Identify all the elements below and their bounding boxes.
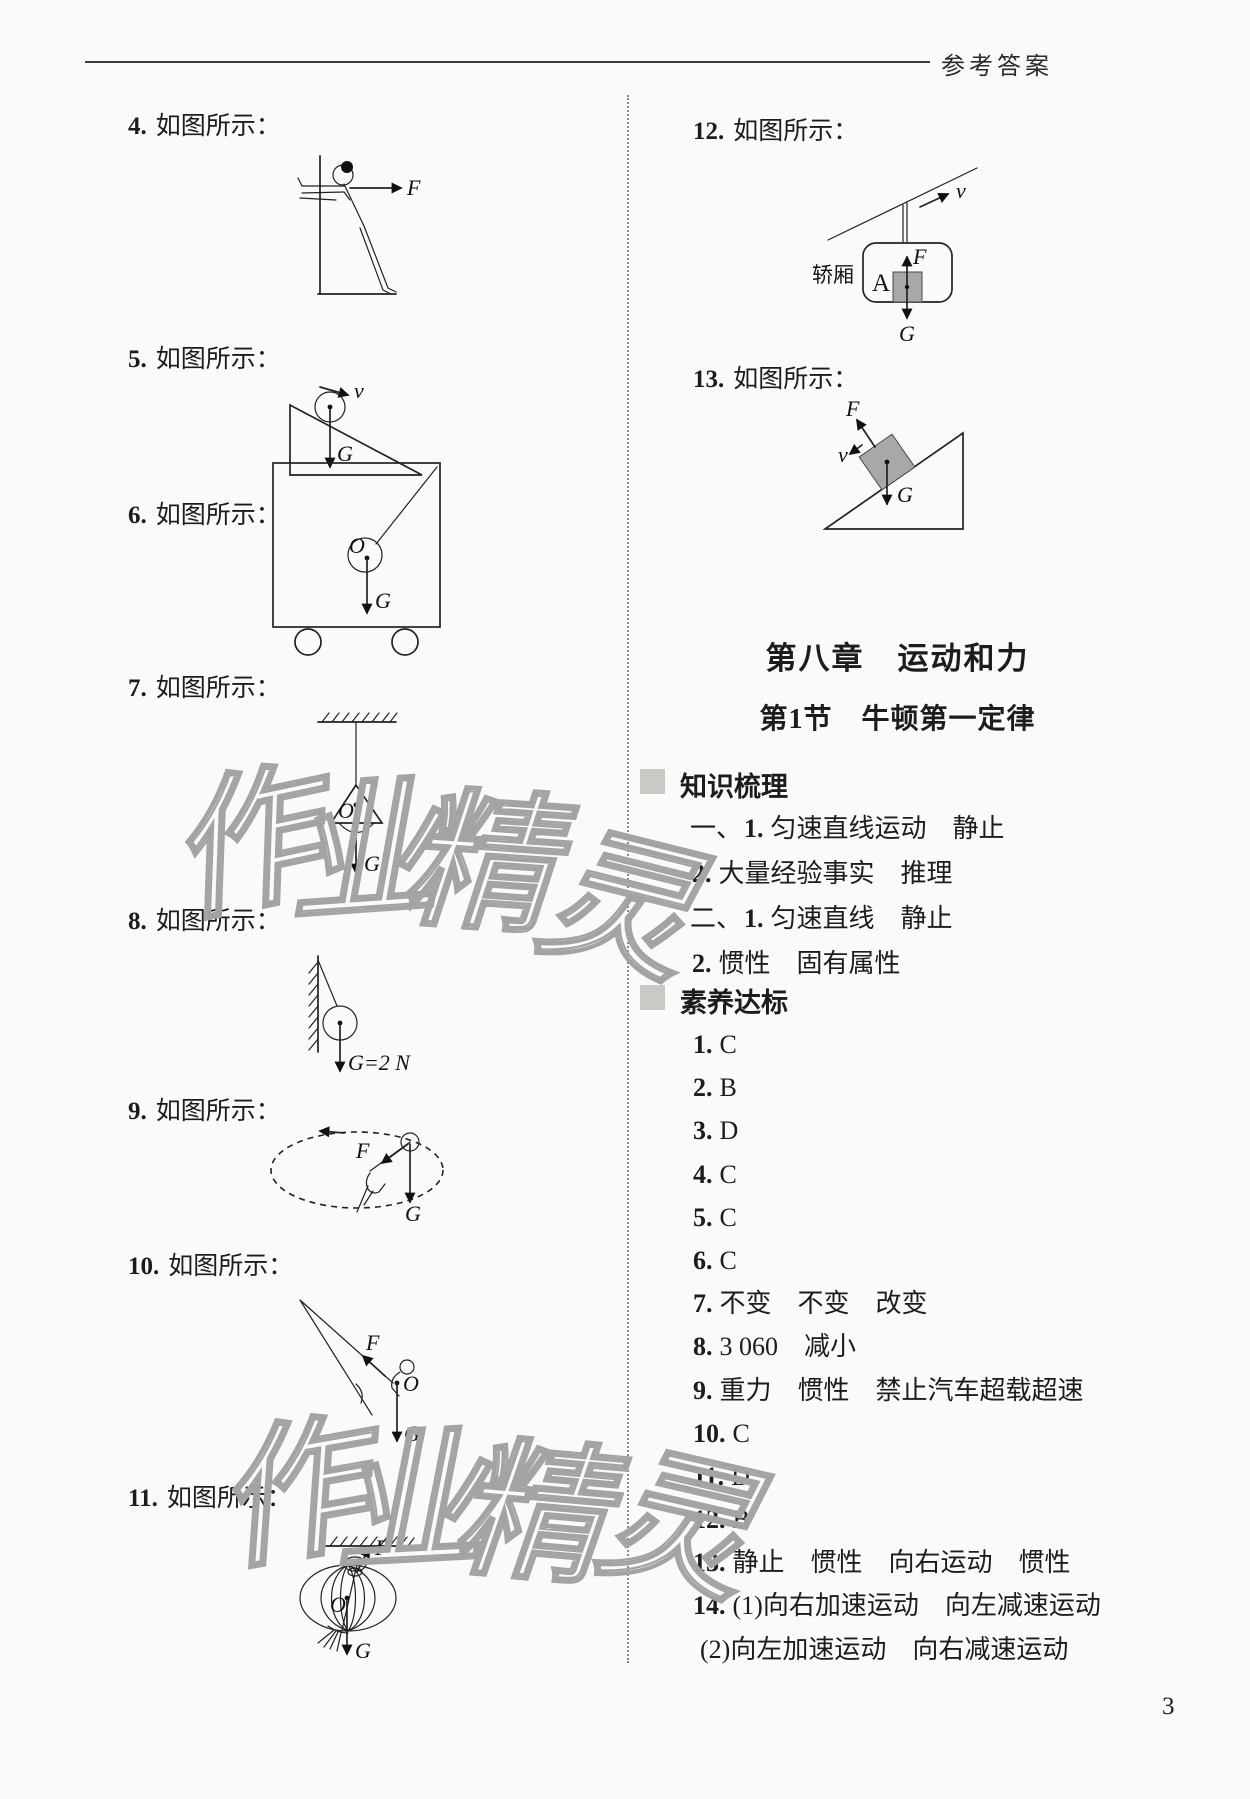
page-number: 3 bbox=[1162, 1693, 1175, 1720]
answer-row: 8.3 060 减小 bbox=[693, 1332, 857, 1362]
item-8-number: 8. bbox=[128, 908, 147, 935]
force-diagram-12-cable-car: v 轿厢 A F G bbox=[812, 167, 978, 346]
knowledge-lines: 一、1.匀速直线运动 静止 2.大量经验事实 推理 二、1.匀速直线 静止 2.… bbox=[690, 806, 1005, 986]
item-7-number: 7. bbox=[128, 675, 147, 702]
watermark-1: 作 业 精 灵 bbox=[152, 740, 720, 1007]
column-divider bbox=[627, 95, 629, 1663]
answer-row: (2)向左加速运动 向右减速运动 bbox=[700, 1634, 1069, 1664]
watermark-2: 作 业 精 灵 bbox=[201, 1393, 778, 1626]
gravity-label-G: G bbox=[364, 851, 380, 876]
knowledge-line: 2.大量经验事实 推理 bbox=[692, 859, 953, 888]
chapter-title: 第八章 运动和力 bbox=[765, 641, 1030, 676]
gravity-label-G2N: G=2 N bbox=[348, 1050, 411, 1075]
answer-row: 11.D bbox=[693, 1461, 750, 1491]
answer-row: 9.重力 惯性 禁止汽车超载超速 bbox=[693, 1375, 1084, 1405]
force-diagram-10-swing: F O G bbox=[299, 1299, 420, 1446]
item-10-number: 10. bbox=[128, 1253, 160, 1280]
velocity-label-v: v bbox=[838, 442, 848, 467]
item-6-label: 6.如图所示： bbox=[128, 502, 281, 529]
item-13-number: 13. bbox=[693, 366, 725, 393]
force-diagram-11-lantern: F O G bbox=[299, 1535, 415, 1663]
svg-text:灵: 灵 bbox=[585, 1426, 778, 1625]
force-label-F: F bbox=[406, 175, 421, 200]
velocity-label-v: v bbox=[956, 178, 966, 203]
item-12-label: 12.如图所示： bbox=[693, 118, 859, 145]
competency-bullet-icon bbox=[640, 985, 665, 1010]
item-4-label: 4.如图所示： bbox=[128, 113, 281, 140]
force-label-F: F bbox=[355, 1138, 370, 1163]
force-label-F: F bbox=[912, 244, 927, 269]
answer-row: 3.D bbox=[693, 1116, 739, 1146]
gravity-label-G: G bbox=[404, 1421, 420, 1446]
point-label-O: O bbox=[338, 798, 354, 823]
item-12-number: 12. bbox=[693, 118, 725, 145]
item-11-number: 11. bbox=[128, 1485, 158, 1512]
header-rule bbox=[85, 61, 930, 63]
section-title: 第1节 牛顿第一定律 bbox=[759, 704, 1036, 735]
answer-row: 12.B bbox=[693, 1505, 750, 1535]
force-diagram-5-ball-incline: v G bbox=[289, 378, 423, 476]
answer-row: 5.C bbox=[693, 1202, 737, 1232]
force-label-F: F bbox=[845, 396, 860, 421]
answer-row: 14.(1)向右加速运动 向左减速运动 bbox=[693, 1591, 1101, 1621]
item-4-number: 4. bbox=[128, 113, 147, 140]
gravity-label-G: G bbox=[899, 321, 915, 346]
force-diagram-13-block-incline: F v G bbox=[822, 396, 964, 530]
gravity-label-G: G bbox=[375, 588, 391, 613]
block-label-A: A bbox=[872, 270, 890, 297]
force-label-F: F bbox=[374, 1535, 389, 1560]
knowledge-line: 2.惯性 固有属性 bbox=[692, 949, 901, 978]
cabin-label: 轿厢 bbox=[812, 264, 854, 287]
point-label-O: O bbox=[330, 1592, 346, 1617]
force-diagram-7-pendulum-bob: O G bbox=[317, 712, 398, 876]
svg-text:业: 业 bbox=[281, 763, 456, 942]
item-6-number: 6. bbox=[128, 502, 147, 529]
answer-row: 10.C bbox=[693, 1418, 750, 1448]
answer-row: 4.C bbox=[693, 1159, 737, 1189]
knowledge-header: 知识梳理 bbox=[680, 772, 788, 802]
gravity-label-G: G bbox=[897, 482, 913, 507]
force-diagram-4-person-wall: F bbox=[297, 155, 421, 295]
competency-header: 素养达标 bbox=[680, 988, 788, 1018]
force-diagram-8-ball-wall: G=2 N bbox=[308, 955, 411, 1075]
gravity-label-G: G bbox=[405, 1201, 421, 1226]
item-13-label: 13.如图所示： bbox=[693, 366, 859, 393]
knowledge-bullet-icon bbox=[640, 769, 665, 794]
item-9-label: 9.如图所示： bbox=[128, 1098, 281, 1125]
answer-row: 13.静止 惯性 向右运动 惯性 bbox=[693, 1548, 1071, 1578]
item-8-label: 8.如图所示： bbox=[128, 908, 281, 935]
force-diagram-6-cart: O G bbox=[272, 462, 441, 656]
force-diagram-9-circular-motion: F G bbox=[270, 1126, 444, 1226]
gravity-label-G: G bbox=[337, 441, 353, 466]
velocity-label-v: v bbox=[354, 378, 364, 403]
item-5-label: 5.如图所示： bbox=[128, 346, 281, 373]
point-label-O: O bbox=[403, 1371, 419, 1396]
knowledge-line: 二、1.匀速直线 静止 bbox=[690, 904, 953, 933]
point-label-O: O bbox=[349, 533, 365, 558]
item-5-number: 5. bbox=[128, 346, 147, 373]
svg-text:业: 业 bbox=[328, 1415, 501, 1591]
answer-row: 6.C bbox=[693, 1245, 737, 1275]
gravity-label-G: G bbox=[355, 1638, 371, 1663]
knowledge-line: 一、1.匀速直线运动 静止 bbox=[690, 814, 1005, 843]
answer-list: 1.C 2.B 3.D 4.C 5.C 6.C 7.不变 不变 改变 8.3 0… bbox=[693, 1023, 1101, 1671]
answer-row: 7.不变 不变 改变 bbox=[693, 1289, 928, 1319]
item-9-number: 9. bbox=[128, 1098, 147, 1125]
item-10-label: 10.如图所示： bbox=[128, 1253, 294, 1280]
page-title: 参考答案 bbox=[941, 54, 1053, 80]
force-label-F: F bbox=[365, 1330, 380, 1355]
answer-row: 1.C bbox=[693, 1030, 737, 1059]
item-11-label: 11.如图所示： bbox=[128, 1485, 292, 1512]
answer-row: 2.B bbox=[693, 1073, 737, 1103]
item-7-label: 7.如图所示： bbox=[128, 675, 281, 702]
